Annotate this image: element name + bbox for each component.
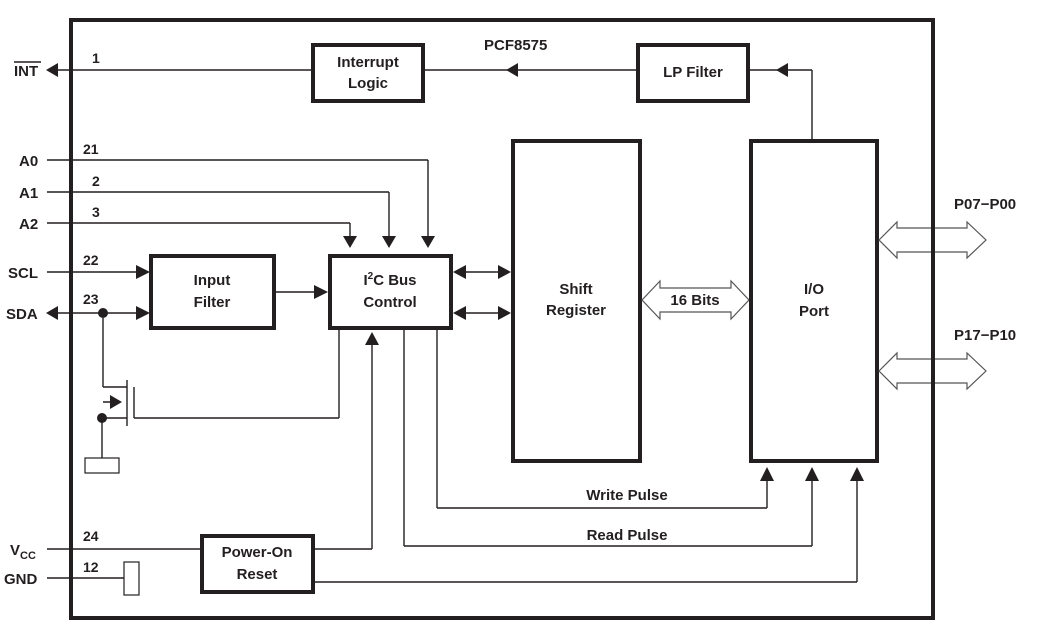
int-arrow-icon [46, 63, 58, 77]
int-signal [46, 63, 813, 141]
write-pulse-label: Write Pulse [586, 487, 667, 504]
arrow-up-icon [365, 332, 379, 345]
i2c-bus-control-block [328, 254, 453, 330]
pin-label-p0: P07−P00 [954, 196, 1016, 213]
pin-number-a2: 3 [92, 204, 100, 220]
ground-symbol [84, 457, 120, 474]
gnd-terminal [123, 561, 140, 596]
arrow-left-icon [506, 63, 518, 77]
interrupt-logic-block [311, 43, 425, 103]
pin-label-vcc: VCC [10, 542, 36, 562]
arrow-down-icon [421, 236, 435, 248]
io-port-block [749, 139, 879, 463]
pin-label-int: INT [14, 63, 38, 80]
pin-label-a0: A0 [19, 153, 38, 170]
power-on-reset-block [200, 534, 315, 594]
shift-register-label-1: Shift [559, 281, 592, 298]
arrow-left-icon [453, 265, 466, 279]
arrow-down-icon [343, 236, 357, 248]
sda-open-drain-transistor [84, 318, 340, 474]
power-on-reset-label-1: Power-On [222, 544, 293, 561]
scl-sda-lines [46, 265, 328, 320]
pin-number-sda: 23 [83, 291, 99, 307]
i2c-bus-control-label-2: Control [363, 294, 416, 311]
arrow-left-icon [776, 63, 788, 77]
read-pulse-label: Read Pulse [587, 527, 668, 544]
shift-register-block [511, 139, 642, 463]
bus-width-label: 16 Bits [670, 292, 719, 309]
pin-number-scl: 22 [83, 252, 99, 268]
lp-filter-block [636, 43, 750, 103]
arrow-up-icon [850, 467, 864, 481]
pin-label-gnd: GND [4, 571, 38, 588]
input-filter-block [149, 254, 276, 330]
interrupt-logic-label-2: Logic [348, 75, 388, 92]
junction-dot [98, 308, 108, 318]
io-port-label-1: I/O [804, 281, 824, 298]
chip-title: PCF8575 [484, 37, 547, 54]
arrow-up-icon [760, 467, 774, 481]
power-on-reset-label-2: Reset [237, 566, 278, 583]
pin-number-vcc: 24 [83, 528, 99, 544]
pulse-lines [313, 330, 864, 583]
address-lines [47, 159, 435, 248]
pin-label-p1: P17−P10 [954, 327, 1016, 344]
pin-label-scl: SCL [8, 265, 38, 282]
arrow-right-icon [136, 306, 150, 320]
sda-arrow-icon [46, 306, 58, 320]
interrupt-logic-label-1: Interrupt [337, 54, 399, 71]
pin-number-a0: 21 [83, 141, 99, 157]
pin-label-sda: SDA [6, 306, 38, 323]
transistor-arrow-icon [110, 395, 122, 409]
arrow-down-icon [382, 236, 396, 248]
pin-label-a1: A1 [19, 185, 38, 202]
arrow-right-icon [498, 265, 511, 279]
shift-register-label-2: Register [546, 302, 606, 319]
lp-filter-label: LP Filter [663, 64, 723, 81]
i2c-shift-links [453, 265, 511, 320]
pin-number-int: 1 [92, 50, 100, 66]
pin-number-a1: 2 [92, 173, 100, 189]
io-port-label-2: Port [799, 303, 829, 320]
pin-label-a2: A2 [19, 216, 38, 233]
arrow-right-icon [314, 285, 328, 299]
arrow-right-icon [498, 306, 511, 320]
i2c-bus-control-label-1: I2C Bus [363, 271, 416, 289]
arrow-right-icon [136, 265, 150, 279]
arrow-up-icon [805, 467, 819, 481]
input-filter-label-2: Filter [194, 294, 231, 311]
arrow-left-icon [453, 306, 466, 320]
pin-number-gnd: 12 [83, 559, 99, 575]
input-filter-label-1: Input [194, 272, 231, 289]
